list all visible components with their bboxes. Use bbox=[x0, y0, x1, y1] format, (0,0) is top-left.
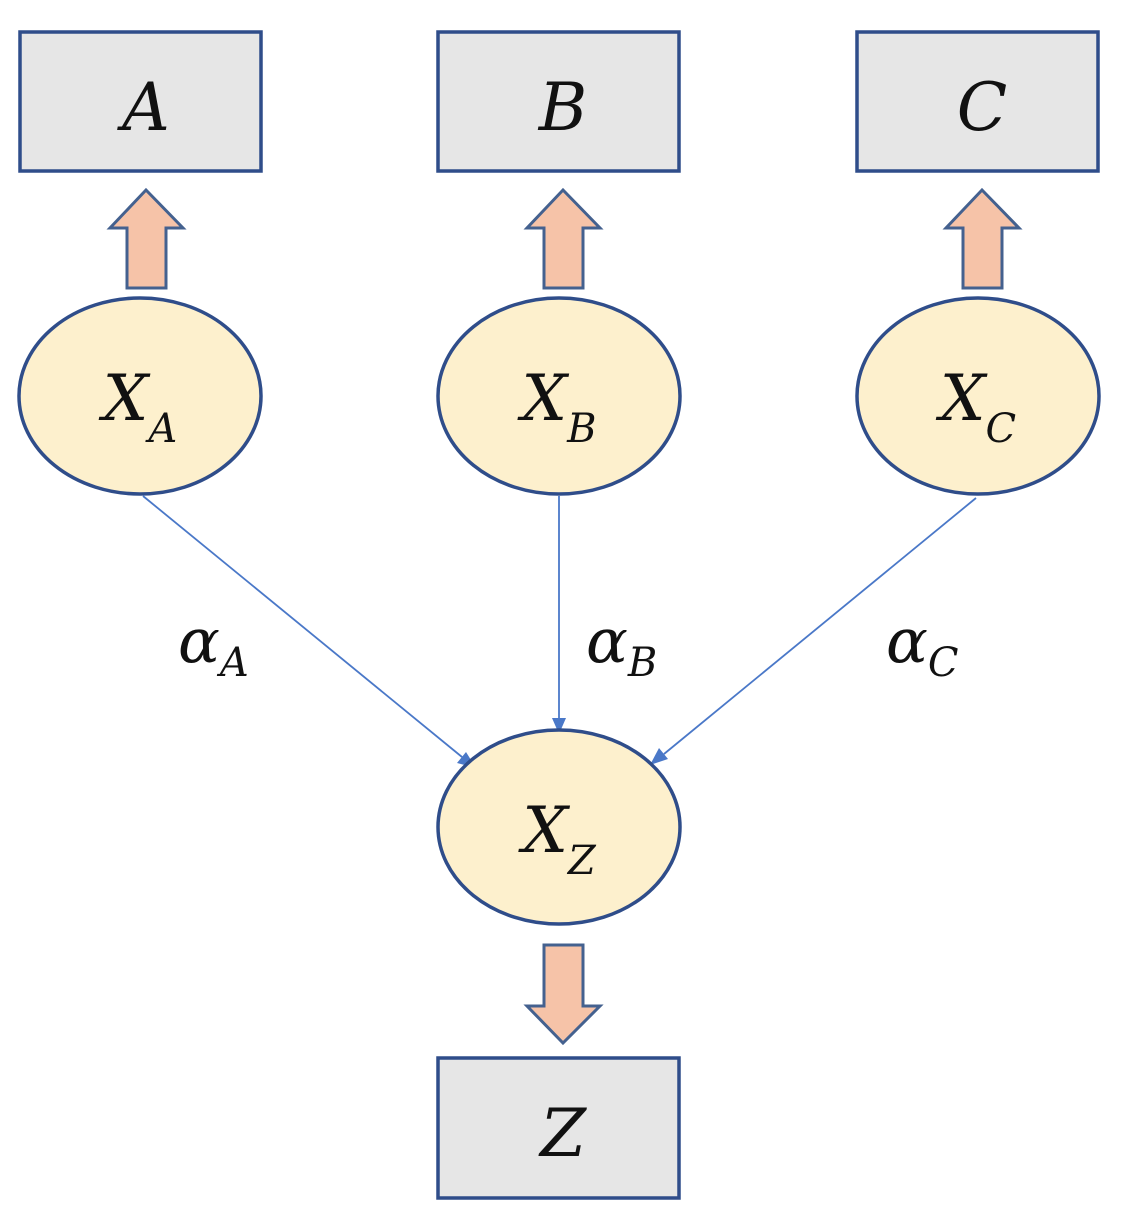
node-xa-label: XA bbox=[98, 362, 177, 452]
edge-xb-xz-head bbox=[552, 718, 566, 734]
node-xa-base: X bbox=[98, 362, 151, 436]
edge-xc-xz bbox=[650, 497, 977, 765]
box-z-label: Z bbox=[538, 1095, 587, 1172]
weight-alpha-a-sub: A bbox=[216, 640, 249, 686]
node-xb-sub: B bbox=[566, 406, 596, 452]
node-xc-label: XC bbox=[935, 362, 1016, 452]
node-xz: XZ bbox=[436, 728, 682, 926]
node-xa-ellipse bbox=[17, 296, 263, 496]
block-arrow-down-z bbox=[523, 943, 604, 1046]
weight-alpha-b-base: α bbox=[586, 604, 628, 677]
edge-xc-xz-head bbox=[650, 748, 668, 765]
block-arrow-up-b bbox=[523, 187, 604, 290]
box-c: C bbox=[855, 30, 1100, 173]
node-xz-label: XZ bbox=[517, 794, 597, 884]
node-xz-sub: Z bbox=[566, 838, 597, 884]
edge-xc-xz-line bbox=[663, 497, 977, 755]
edge-xa-xz-line bbox=[142, 495, 463, 758]
block-arrow-up-c bbox=[942, 187, 1023, 290]
box-a: A bbox=[18, 30, 263, 173]
weight-alpha-b-sub: B bbox=[627, 640, 657, 686]
weight-alpha-a: αA bbox=[178, 604, 249, 686]
node-xc-ellipse bbox=[855, 296, 1101, 496]
node-xz-ellipse bbox=[436, 728, 682, 926]
node-xc-sub: C bbox=[985, 406, 1016, 452]
node-xb-ellipse bbox=[436, 296, 682, 496]
block-arrow-up-a bbox=[106, 187, 187, 290]
weight-alpha-b: αB bbox=[586, 604, 657, 686]
box-b: B bbox=[436, 30, 681, 173]
node-xa: XA bbox=[17, 296, 263, 496]
node-xz-base: X bbox=[517, 794, 570, 868]
weight-alpha-c-base: α bbox=[886, 604, 928, 677]
node-xc: XC bbox=[855, 296, 1101, 496]
weight-alpha-a-base: α bbox=[178, 604, 220, 677]
weight-alpha-c-sub: C bbox=[928, 640, 959, 686]
node-xa-sub: A bbox=[144, 406, 177, 452]
edge-xb-xz bbox=[552, 496, 566, 734]
box-z-rect bbox=[436, 1056, 681, 1200]
box-a-rect bbox=[18, 30, 263, 173]
box-z: Z bbox=[436, 1056, 681, 1200]
node-xb-base: X bbox=[517, 362, 570, 436]
box-c-rect bbox=[855, 30, 1100, 173]
box-b-rect bbox=[436, 30, 681, 173]
box-c-label: C bbox=[957, 69, 1008, 146]
box-a-label: A bbox=[116, 69, 170, 146]
weight-alpha-c: αC bbox=[886, 604, 958, 686]
node-xb-label: XB bbox=[517, 362, 597, 452]
box-b-label: B bbox=[538, 69, 588, 146]
node-xc-base: X bbox=[935, 362, 988, 436]
node-xb: XB bbox=[436, 296, 682, 496]
